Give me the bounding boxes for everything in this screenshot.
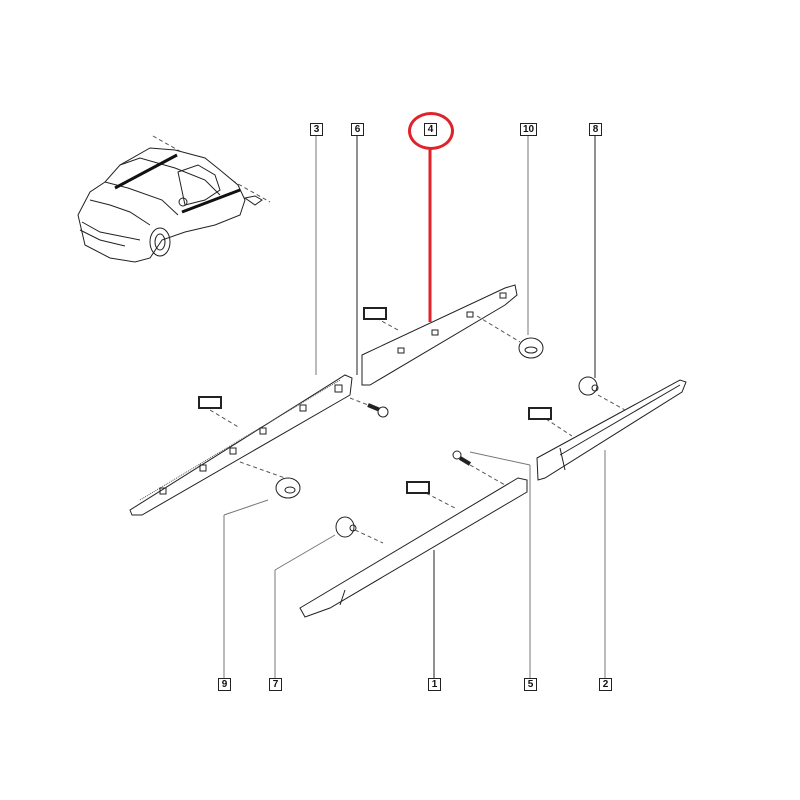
part-4-moulding: [361, 284, 518, 386]
callout-part-4[interactable]: 4: [424, 123, 437, 136]
part-6-screw: [367, 403, 389, 418]
callout-part-9[interactable]: 9: [218, 678, 231, 691]
part-9-clip: [275, 477, 301, 499]
callout-part-8[interactable]: 8: [589, 123, 602, 136]
callout-part-7[interactable]: 7: [269, 678, 282, 691]
assembly-arrows: [209, 315, 626, 544]
callout-part-10[interactable]: 10: [520, 123, 537, 136]
callout-part-5[interactable]: 5: [524, 678, 537, 691]
part-1-moulding: [299, 477, 528, 618]
part-2-moulding: [536, 379, 687, 481]
part-7-clip: [335, 516, 357, 538]
car-overview-illustration: [77, 135, 271, 263]
callout-part-3[interactable]: 3: [310, 123, 323, 136]
part-3-moulding: [129, 374, 353, 516]
callout-part-1[interactable]: 1: [428, 678, 441, 691]
part-5-screw: [452, 450, 472, 466]
callout-part-2[interactable]: 2: [599, 678, 612, 691]
callout-part-6[interactable]: 6: [351, 123, 364, 136]
adhesive-symbols: [198, 307, 552, 494]
part-8-clip: [578, 376, 599, 396]
part-10-clip: [518, 337, 544, 359]
